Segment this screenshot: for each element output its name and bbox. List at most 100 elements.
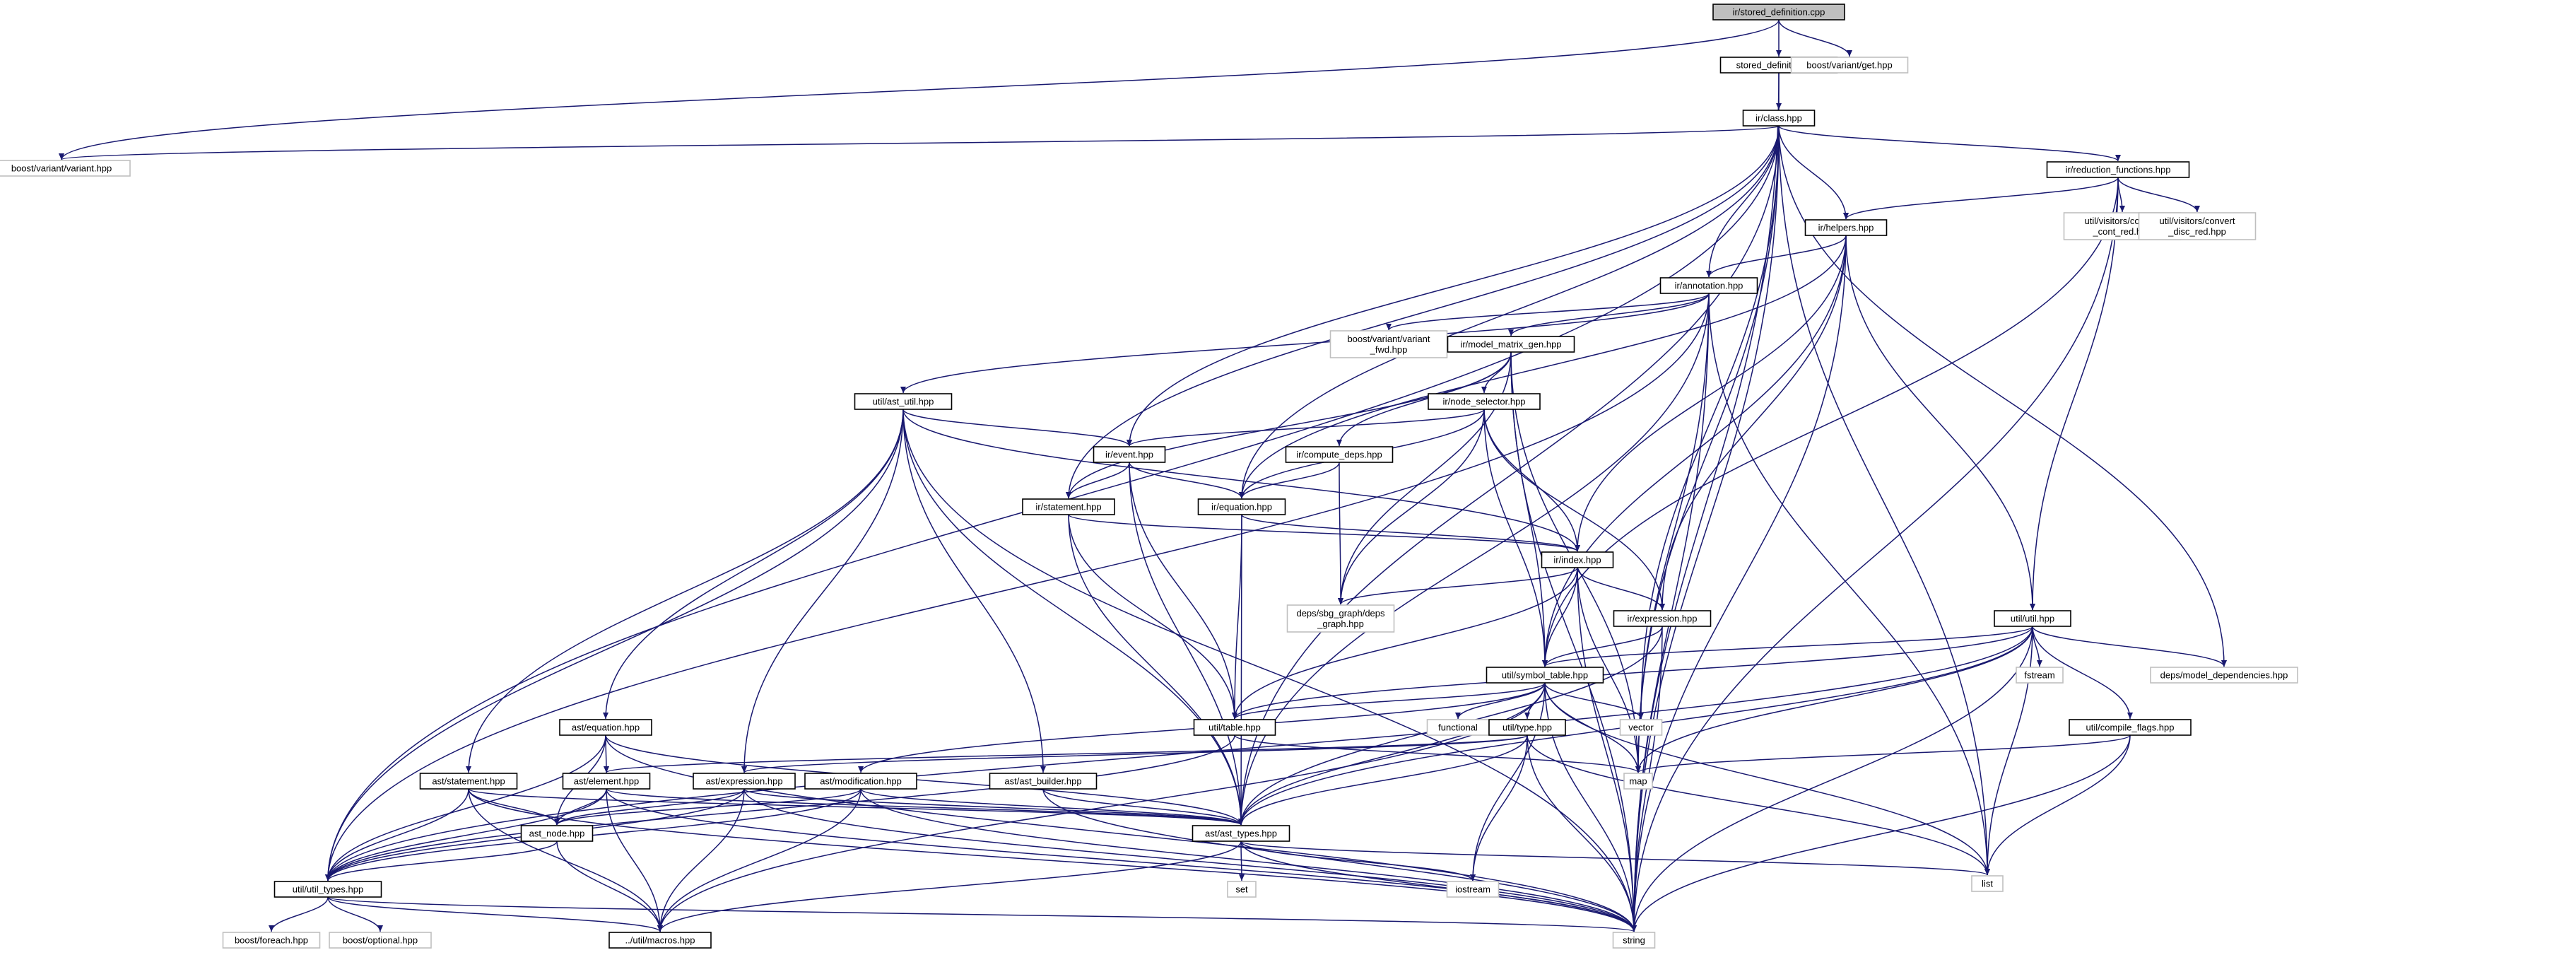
node-util-util[interactable]: util/util.hpp: [1994, 610, 2071, 627]
node-equation[interactable]: ir/equation.hpp: [1197, 498, 1286, 515]
node-box: [559, 719, 652, 736]
edge-symbol-table-to-iostream: [1470, 682, 1546, 881]
edge-reduction-to-string: [1631, 177, 2119, 932]
node-box: [1428, 393, 1541, 410]
node-ast-equation[interactable]: ast/equation.hpp: [559, 719, 652, 736]
edge-ast-types-to-list: [1240, 840, 1990, 876]
edge-ast-modification-to-util-types: [325, 788, 861, 881]
node-event[interactable]: ir/event.hpp: [1093, 446, 1166, 463]
node-box: [562, 773, 651, 790]
edge-event-to-equation: [1129, 462, 1245, 499]
node-label: vector: [1628, 722, 1654, 733]
node-box: [854, 393, 953, 410]
node-annotation[interactable]: ir/annotation.hpp: [1659, 277, 1758, 294]
edge-util-type-to-list: [1527, 734, 1990, 876]
edge-util-util-to-util-types: [325, 626, 2033, 881]
node-util-type[interactable]: util/type.hpp: [1488, 719, 1566, 736]
node-disc-red: util/visitors/convert_disc_red.hpp: [2138, 212, 2257, 240]
node-label: boost/variant/get.hpp: [1806, 60, 1892, 71]
node-label: list: [1982, 879, 1993, 889]
node-model-deps: deps/model_dependencies.hpp: [2150, 667, 2298, 684]
node-label: ir/reduction_functions.hpp: [2066, 165, 2171, 175]
node-box: [520, 825, 594, 842]
node-expression[interactable]: ir/expression.hpp: [1613, 610, 1712, 627]
node-label: ir/model_matrix_gen.hpp: [1460, 339, 1561, 350]
node-root[interactable]: ir/stored_definition.cpp: [1712, 4, 1845, 20]
node-label: ast/statement.hpp: [432, 776, 505, 787]
node-label: fstream: [2024, 670, 2054, 681]
edge-ast-equation-to-util-types: [325, 734, 606, 881]
edge-index-to-table: [1232, 567, 1578, 720]
node-label: ir/class.hpp: [1755, 113, 1802, 124]
edge-model-matrix-to-statement: [1066, 351, 1512, 499]
edge-symbol-table-to-table: [1232, 682, 1546, 720]
edge-ast-statement-to-string: [468, 788, 1637, 932]
edge-class-to-statement: [1066, 125, 1780, 499]
node-label: functional: [1438, 722, 1478, 733]
node-ast-expression[interactable]: ast/expression.hpp: [693, 773, 796, 790]
node-compute-deps[interactable]: ir/compute_deps.hpp: [1285, 446, 1394, 463]
edge-ast-util-to-ast-statement: [466, 409, 904, 773]
node-label: ast/expression.hpp: [705, 776, 782, 787]
node-ast-modification[interactable]: ast/modification.hpp: [804, 773, 917, 790]
node-ast-types[interactable]: ast/ast_types.hpp: [1192, 825, 1290, 842]
node-label: ast/ast_builder.hpp: [1004, 776, 1081, 787]
node-box: [1093, 446, 1166, 463]
node-box: [1659, 277, 1758, 294]
node-string: string: [1612, 932, 1656, 949]
node-table[interactable]: util/table.hpp: [1193, 719, 1276, 736]
edge-util-types-to-foreach: [269, 896, 329, 932]
node-model-matrix[interactable]: ir/model_matrix_gen.hpp: [1447, 336, 1575, 353]
node-box: [1971, 875, 2004, 892]
node-index[interactable]: ir/index.hpp: [1541, 551, 1614, 568]
node-box: [1613, 610, 1712, 627]
node-label: _disc_red.hpp: [2168, 226, 2226, 237]
edge-util-util-to-map: [1635, 626, 2033, 773]
node-label: boost/variant/variant.hpp: [11, 163, 112, 174]
edge-equation-to-table: [1232, 514, 1242, 720]
node-label: util/util_types.hpp: [293, 884, 363, 895]
node-ast-element[interactable]: ast/element.hpp: [562, 773, 651, 790]
node-compile-flags[interactable]: util/compile_flags.hpp: [2069, 719, 2192, 736]
node-util-types[interactable]: util/util_types.hpp: [274, 881, 382, 898]
edge-util-util-to-symbol-table: [1542, 626, 2033, 667]
node-helpers[interactable]: ir/helpers.hpp: [1804, 219, 1888, 236]
node-ast-statement[interactable]: ast/statement.hpp: [419, 773, 518, 790]
node-reduction[interactable]: ir/reduction_functions.hpp: [2046, 161, 2190, 178]
node-label: string: [1623, 935, 1645, 946]
node-macros[interactable]: ../util/macros.hpp: [608, 932, 712, 949]
edge-ast-node-to-macros: [556, 840, 663, 932]
node-box: [222, 932, 321, 949]
node-box: [2069, 719, 2192, 736]
edge-model-matrix-to-string: [1510, 351, 1637, 932]
edge-helpers-to-expression: [1659, 235, 1847, 611]
edge-annotation-to-ast-util: [900, 293, 1710, 394]
node-ast-builder[interactable]: ast/ast_builder.hpp: [989, 773, 1098, 790]
node-box: [1804, 219, 1888, 236]
node-symbol-table[interactable]: util/symbol_table.hpp: [1486, 667, 1604, 684]
node-label: util/symbol_table.hpp: [1502, 670, 1588, 681]
edge-equation-to-ast-types: [1238, 514, 1245, 826]
node-node-selector[interactable]: ir/node_selector.hpp: [1428, 393, 1541, 410]
edge-node-selector-to-index: [1483, 409, 1580, 552]
edge-ast-util-to-ast-equation: [603, 409, 904, 720]
node-list: list: [1971, 875, 2004, 892]
node-label: _graph.hpp: [1317, 619, 1364, 629]
node-ast-node[interactable]: ast_node.hpp: [520, 825, 594, 842]
node-label: ir/index.hpp: [1553, 555, 1601, 566]
node-class[interactable]: ir/class.hpp: [1742, 110, 1816, 127]
edge-compute-deps-to-deps-graph: [1337, 462, 1343, 605]
edge-reduction-to-disc-red: [2117, 177, 2200, 213]
node-statement[interactable]: ir/statement.hpp: [1022, 498, 1115, 515]
edge-node-selector-to-expression: [1483, 409, 1665, 611]
node-box: [2046, 161, 2190, 178]
node-ast-util[interactable]: util/ast_util.hpp: [854, 393, 953, 410]
edge-util-type-to-ast-expression: [741, 734, 1528, 773]
node-box: [1197, 498, 1286, 515]
edge-ast-util-to-util-types: [325, 409, 904, 881]
node-box: [989, 773, 1098, 790]
node-label: ast/equation.hpp: [572, 722, 640, 733]
node-label: ../util/macros.hpp: [625, 935, 695, 946]
edge-class-to-list: [1778, 125, 1990, 876]
